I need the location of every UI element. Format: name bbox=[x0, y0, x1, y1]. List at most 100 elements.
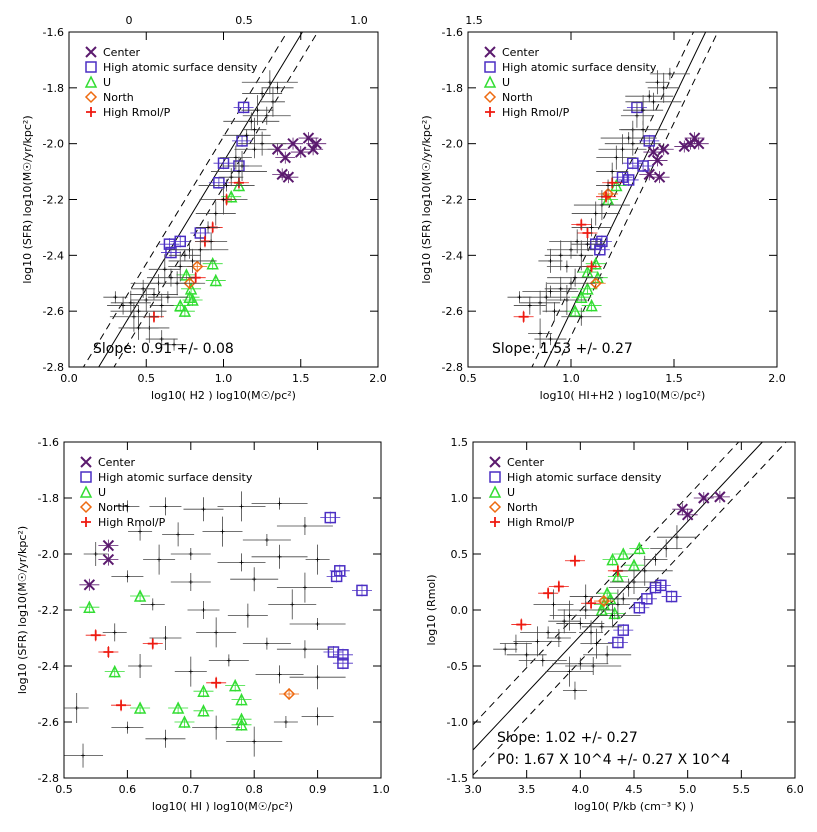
data-point-u bbox=[589, 257, 602, 270]
data-point-high-rmol-p bbox=[576, 219, 587, 230]
data-point-center bbox=[688, 132, 701, 144]
data-point-other bbox=[572, 688, 577, 693]
data-point-other bbox=[159, 337, 164, 342]
data-point-other bbox=[221, 197, 226, 202]
data-point-center bbox=[276, 168, 288, 181]
x-tick-label: 5.5 bbox=[733, 783, 751, 796]
data-point-u bbox=[178, 715, 191, 728]
legend-label: North bbox=[98, 501, 129, 514]
y-tick-label: -1.6 bbox=[43, 26, 64, 39]
y-axis-label: log10 (SFR) log10(M☉/yr/kpc²) bbox=[21, 115, 34, 283]
error-bar bbox=[323, 646, 344, 658]
error-bar bbox=[629, 601, 650, 614]
legend-label: U bbox=[103, 76, 111, 89]
data-point-other bbox=[239, 504, 244, 509]
data-point-other bbox=[165, 295, 170, 300]
data-point-u bbox=[585, 298, 598, 312]
data-point-high-atomic-surface-density bbox=[643, 135, 656, 147]
data-point-other bbox=[270, 99, 275, 104]
data-point-other bbox=[252, 147, 257, 152]
plot-area bbox=[473, 442, 787, 776]
data-point-center bbox=[698, 492, 710, 504]
data-point-other bbox=[138, 529, 143, 534]
legend-label: High atomic surface density bbox=[98, 471, 253, 484]
error-bar bbox=[160, 246, 181, 259]
data-point-other bbox=[599, 624, 604, 629]
y-tick-label: 0.5 bbox=[451, 548, 469, 561]
legend-label: High Rmol/P bbox=[98, 516, 166, 529]
data-point-other bbox=[569, 281, 573, 286]
data-point-other bbox=[214, 725, 219, 730]
legend-label: High Rmol/P bbox=[103, 106, 171, 119]
top-axis-tick-label: 0 bbox=[126, 14, 133, 27]
y-axis-label: log10 (SFR) log10(M☉/yr/kpc²) bbox=[420, 115, 433, 283]
data-point-other bbox=[249, 119, 254, 124]
data-point-other bbox=[201, 608, 206, 612]
data-point-other bbox=[564, 264, 569, 269]
data-point-other bbox=[579, 314, 584, 319]
y-tick-label: -2.8 bbox=[38, 772, 59, 785]
data-point-high-atomic-surface-density bbox=[337, 657, 349, 669]
data-point-other bbox=[260, 141, 265, 146]
data-point-other bbox=[188, 669, 193, 674]
data-point-other bbox=[503, 647, 508, 652]
data-point-other bbox=[567, 613, 572, 618]
data-point-other bbox=[647, 94, 652, 99]
data-point-other bbox=[655, 80, 660, 85]
data-point-center bbox=[282, 171, 295, 183]
legend-marker bbox=[484, 61, 496, 73]
data-point-north bbox=[602, 187, 615, 200]
legend-marker bbox=[490, 517, 500, 527]
data-point-u bbox=[606, 552, 619, 566]
data-point-other bbox=[277, 554, 282, 559]
data-point-u bbox=[235, 718, 248, 731]
data-point-other bbox=[267, 80, 272, 85]
data-point-other bbox=[315, 557, 320, 562]
data-point-other bbox=[93, 552, 98, 556]
data-point-u bbox=[133, 589, 147, 602]
y-tick-label: -2.6 bbox=[43, 305, 64, 318]
y-tick-label: 1.0 bbox=[451, 492, 469, 505]
data-point-center bbox=[678, 140, 691, 153]
data-point-other bbox=[664, 546, 669, 551]
data-point-other bbox=[546, 630, 551, 635]
data-point-other bbox=[302, 585, 307, 590]
data-point-other bbox=[641, 108, 646, 113]
data-point-other bbox=[575, 239, 580, 244]
data-point-high-atomic-surface-density bbox=[334, 565, 346, 577]
error-bar bbox=[351, 584, 372, 597]
data-point-center bbox=[83, 579, 96, 591]
data-point-other bbox=[606, 183, 611, 188]
data-point-other bbox=[112, 630, 117, 635]
legend-marker bbox=[488, 485, 502, 498]
data-point-other bbox=[209, 239, 214, 244]
data-point-other bbox=[224, 183, 229, 188]
x-tick-label: 4.0 bbox=[572, 783, 590, 796]
data-point-other bbox=[226, 658, 231, 663]
data-point-other bbox=[290, 602, 295, 607]
data-point-other bbox=[661, 85, 666, 90]
data-point-high-atomic-surface-density bbox=[617, 624, 630, 636]
annotation-text: P0: 1.67 X 10^4 +/- 0.27 X 10^4 bbox=[497, 752, 730, 768]
data-point-u bbox=[83, 600, 96, 613]
data-point-other bbox=[610, 613, 615, 618]
data-point-other bbox=[517, 295, 522, 300]
data-point-high-atomic-surface-density bbox=[165, 246, 177, 259]
data-point-other bbox=[535, 639, 540, 644]
data-point-high-atomic-surface-density bbox=[163, 238, 176, 250]
data-point-other bbox=[172, 342, 177, 347]
data-point-center bbox=[310, 137, 322, 150]
data-point-other bbox=[579, 253, 584, 258]
error-bar bbox=[320, 511, 341, 524]
x-tick-label: 0.0 bbox=[60, 372, 78, 385]
data-point-other bbox=[667, 71, 672, 76]
data-point-other bbox=[236, 169, 241, 174]
legend-label: Center bbox=[103, 46, 141, 59]
error-bar bbox=[329, 564, 350, 577]
x-tick-label: 0.5 bbox=[138, 372, 156, 385]
x-tick-label: 1.0 bbox=[562, 372, 580, 385]
y-tick-label: -2.0 bbox=[43, 138, 64, 151]
legend-label: North bbox=[507, 501, 538, 514]
